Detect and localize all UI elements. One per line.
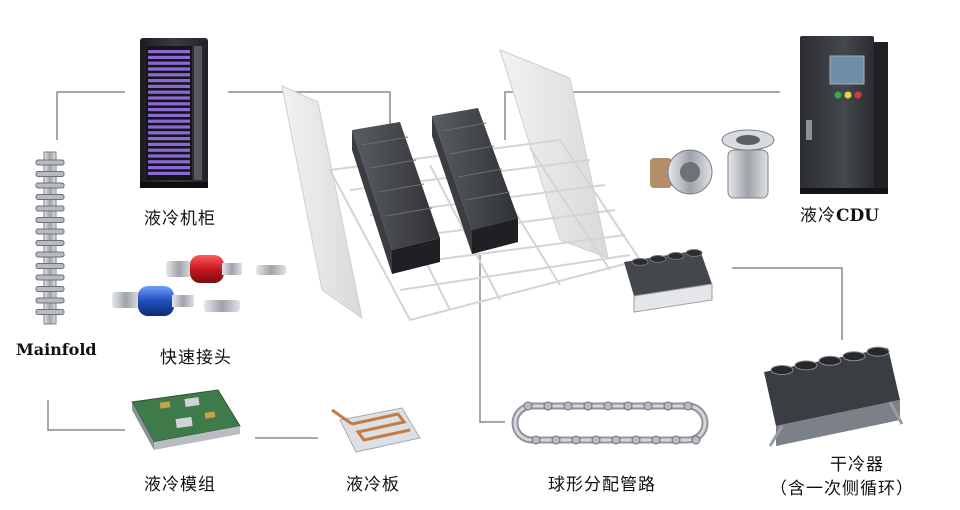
server-blade: [148, 160, 190, 164]
server-blade: [148, 73, 190, 77]
manifold-valve: [35, 251, 65, 258]
pipe-tap: [571, 435, 581, 445]
fan: [770, 365, 794, 375]
server-blade: [148, 125, 190, 129]
piping-label: 球形分配管路: [548, 475, 656, 495]
server-blade: [148, 166, 190, 170]
quick-connector-image: [112, 255, 286, 316]
manifold-image: [35, 151, 65, 325]
pipe-tap: [623, 401, 633, 411]
server-blade: [148, 148, 190, 152]
line-room-cdu: [504, 91, 780, 140]
cdu-label-prefix: 液冷: [800, 206, 836, 226]
cdu-label-suffix: CDU: [836, 206, 880, 226]
connector-lines: [47, 91, 843, 439]
small-dry-cooler-image: [624, 249, 713, 313]
manifold-valve: [35, 240, 65, 246]
manifold-valve: [35, 171, 65, 177]
manifold-valve: [35, 205, 65, 212]
manifold-valve: [35, 159, 65, 166]
pipe-tap: [551, 435, 561, 445]
pipe-tap: [543, 401, 553, 411]
server-blade: [148, 50, 190, 54]
server-blade: [148, 142, 190, 146]
pipe-tap: [691, 435, 701, 445]
pipe-tap: [663, 401, 673, 411]
fan: [818, 355, 842, 366]
server-blade: [148, 61, 190, 65]
pipe-tap: [523, 401, 533, 411]
dry-cooler-label: 干冷器: [830, 455, 884, 475]
server-blade: [148, 102, 190, 106]
cdu-image: [800, 36, 888, 194]
server-blade: [148, 67, 190, 71]
line-manifold-module: [47, 400, 125, 431]
manifold-valve: [35, 297, 65, 304]
line-room-piping: [479, 255, 505, 423]
server-blade: [148, 131, 190, 135]
liquid-cooling-module-image: [131, 389, 241, 450]
cold-plate-image: [331, 407, 421, 453]
cdu-label: 液冷CDU: [800, 201, 879, 226]
pipe-tap: [603, 401, 613, 411]
liquid-cooled-rack-image: [140, 38, 208, 188]
server-blade: [148, 79, 190, 83]
manifold-label: Mainfold: [16, 340, 97, 359]
server-row-right: [432, 108, 518, 254]
manifold-valve: [35, 194, 65, 200]
pipe-tap: [583, 401, 593, 411]
quick-connector-label: 快速接头: [160, 348, 232, 368]
module-label: 液冷模组: [144, 475, 216, 495]
pipe-tap: [643, 401, 653, 411]
manifold-valve: [35, 309, 65, 315]
server-blade: [148, 84, 190, 88]
pipe-tap: [531, 435, 541, 445]
rack-label: 液冷机柜: [144, 209, 216, 229]
cold-plate-label: 液冷板: [346, 475, 400, 495]
line-cooler: [732, 267, 843, 340]
manifold-valve: [35, 217, 65, 223]
manifold-valve: [35, 228, 65, 235]
distribution-piping-image: [511, 401, 709, 445]
server-blade: [148, 108, 190, 112]
line-rack-room: [228, 91, 391, 125]
fan: [794, 360, 818, 371]
server-blade: [148, 154, 190, 158]
dry-cooler-sublabel: （含一次侧循环）: [770, 479, 914, 499]
fan: [667, 252, 685, 260]
server-blade: [148, 55, 190, 59]
server-blade: [148, 137, 190, 141]
server-row-left: [352, 122, 440, 274]
data-center-room: [281, 49, 642, 322]
pipe-tap: [651, 435, 661, 445]
server-blade: [148, 119, 190, 123]
ball-valve-image: [650, 129, 775, 199]
pipe-tap: [591, 435, 601, 445]
pipe-tap: [671, 435, 681, 445]
manifold-valve: [35, 182, 65, 189]
server-blade: [148, 113, 190, 117]
pipe-tap: [611, 435, 621, 445]
pipe-tap: [683, 401, 693, 411]
manifold-valve: [35, 286, 65, 292]
fan: [866, 346, 890, 357]
pipe-tap: [631, 435, 641, 445]
line-manifold-rack: [56, 91, 125, 140]
server-blade: [148, 96, 190, 100]
fan: [685, 249, 703, 257]
fan: [842, 351, 866, 362]
server-blade: [148, 90, 190, 94]
fan: [631, 258, 649, 266]
fan: [649, 255, 667, 263]
pipe-tap: [563, 401, 573, 411]
server-blade: [148, 171, 190, 175]
dry-cooler-image: [764, 346, 904, 447]
manifold-valve: [35, 274, 65, 281]
manifold-valve: [35, 263, 65, 269]
